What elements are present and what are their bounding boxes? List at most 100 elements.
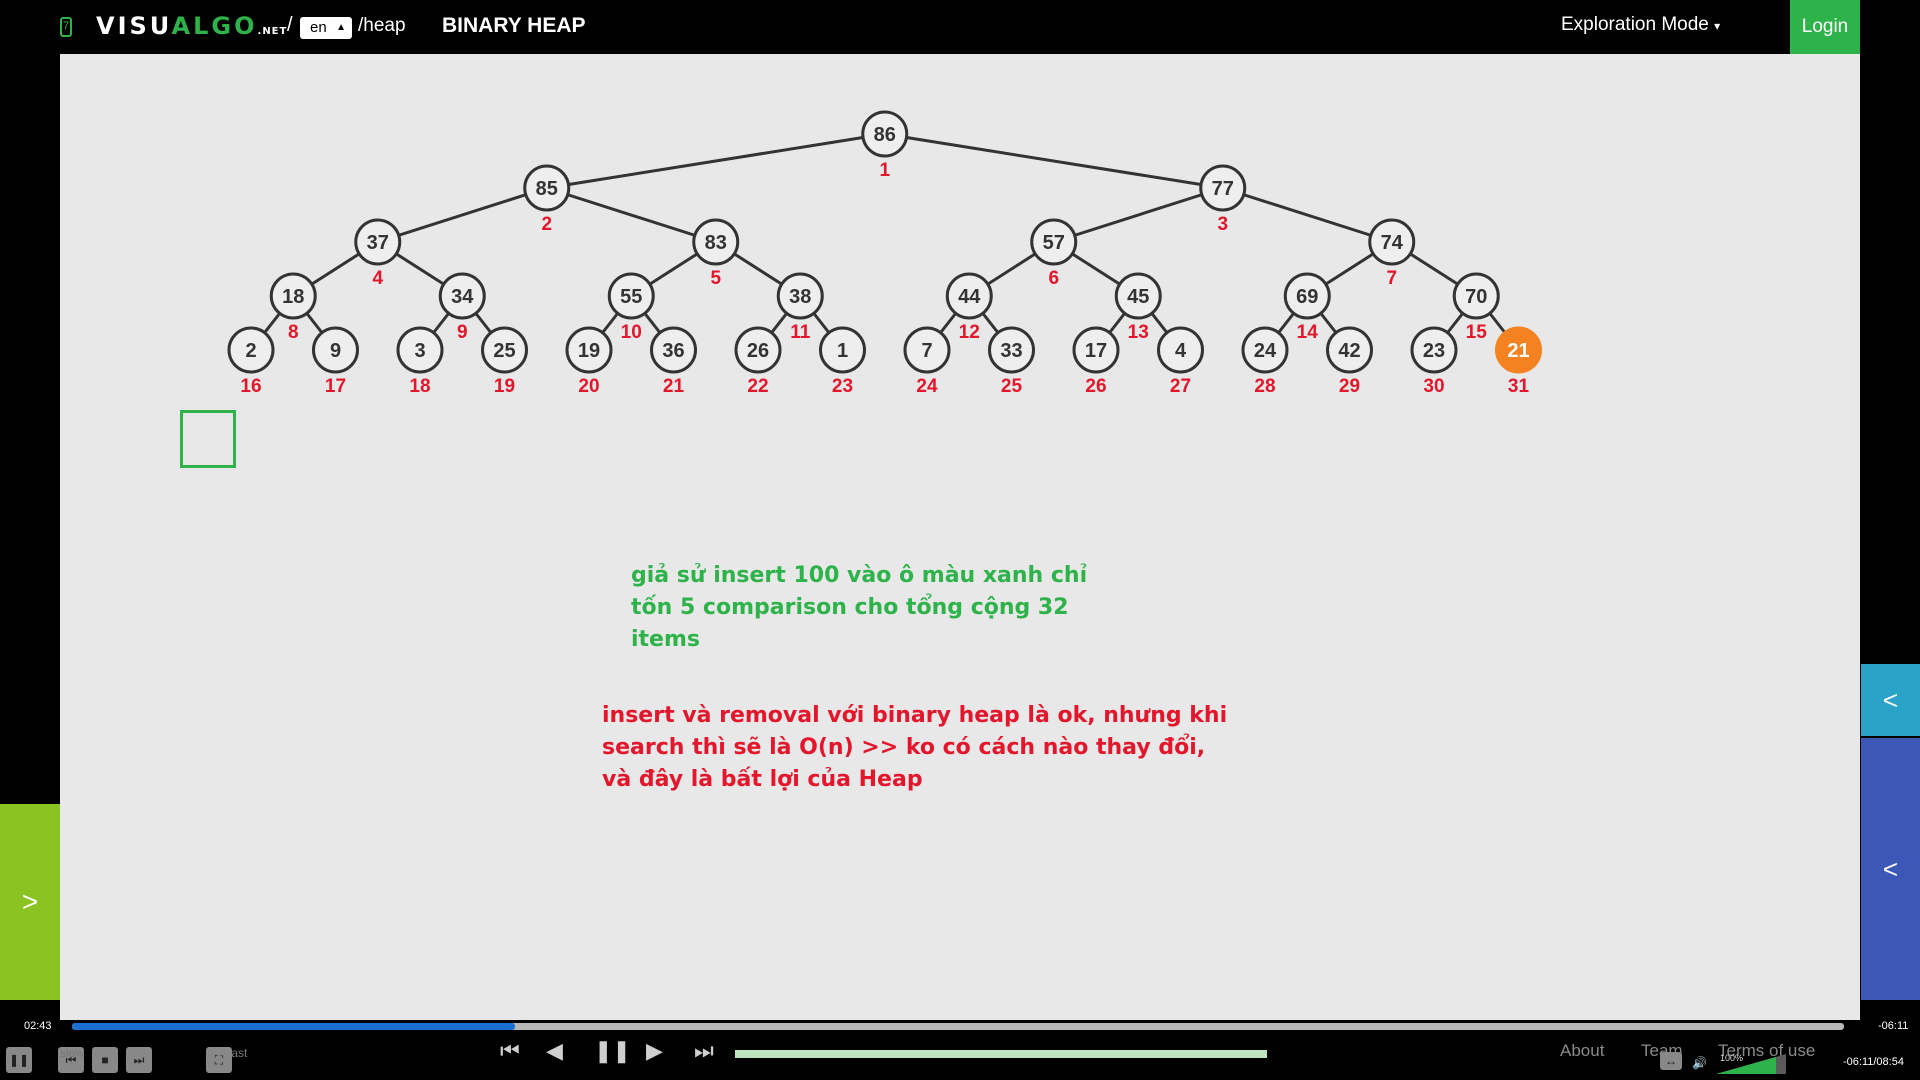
heap-node-index: 19 xyxy=(494,376,515,397)
visualgo-logo[interactable]: VISUALGO.NET xyxy=(96,12,287,40)
page-path[interactable]: /heap xyxy=(358,15,406,36)
heap-node[interactable] xyxy=(692,218,740,266)
heap-node[interactable] xyxy=(354,218,402,266)
stop-icon[interactable]: ■ xyxy=(92,1047,118,1073)
language-value: en xyxy=(310,19,327,36)
heap-node-value: 4 xyxy=(1175,340,1187,362)
heap-edge xyxy=(546,186,717,244)
login-button[interactable]: Login xyxy=(1790,0,1860,54)
heap-node-value: 2 xyxy=(245,340,256,362)
heap-node-value: 18 xyxy=(282,286,304,308)
heap-node[interactable] xyxy=(1283,272,1331,320)
heap-node[interactable] xyxy=(988,326,1035,374)
chevron-down-icon: ▾ xyxy=(1714,19,1721,33)
heap-node-index: 28 xyxy=(1254,376,1275,397)
elapsed-time: 02:43 xyxy=(24,1020,52,1032)
heap-node-index: 18 xyxy=(409,376,430,397)
pause-icon[interactable]: ❚❚ xyxy=(594,1038,631,1063)
step-forward-icon[interactable]: ▶ xyxy=(646,1038,663,1063)
logo-algo-text: ALGO xyxy=(171,12,258,40)
heap-node[interactable] xyxy=(1452,272,1500,320)
heap-edge xyxy=(1053,186,1224,244)
right-panel-toggle-1[interactable]: < xyxy=(1861,664,1920,736)
heap-node[interactable] xyxy=(903,326,951,374)
heap-node-index: 22 xyxy=(747,376,768,397)
heap-node[interactable] xyxy=(1114,272,1162,320)
left-panel-toggle[interactable]: > xyxy=(0,804,60,1000)
animation-progress[interactable] xyxy=(735,1050,1267,1058)
select-arrows-icon: ▲ xyxy=(336,22,346,33)
heap-node-value: 45 xyxy=(1127,286,1149,308)
right-panel-toggle-2[interactable]: < xyxy=(1861,738,1920,1000)
heap-node-index: 1 xyxy=(879,160,890,181)
heap-node-index: 29 xyxy=(1339,376,1360,397)
animation-progress-fill xyxy=(735,1050,1267,1058)
heap-node-index: 13 xyxy=(1128,322,1149,343)
skip-forward-icon[interactable]: ⏭ xyxy=(694,1038,714,1063)
step-back-icon[interactable]: ◀ xyxy=(546,1038,563,1063)
heap-node[interactable] xyxy=(1157,326,1204,374)
heap-node-index: 24 xyxy=(916,376,938,397)
chevron-left-icon: < xyxy=(1882,854,1899,884)
heap-node-value: 85 xyxy=(536,178,558,200)
heap-node[interactable] xyxy=(1495,326,1542,374)
heap-node[interactable] xyxy=(1072,326,1120,374)
heap-node[interactable] xyxy=(861,110,909,158)
heap-node-index: 3 xyxy=(1217,214,1228,235)
visualgo-icon[interactable]: 7 xyxy=(60,17,72,37)
heap-node[interactable] xyxy=(438,272,486,320)
heap-node[interactable] xyxy=(565,326,613,374)
green-annotation: giả sử insert 100 vào ô màu xanh chỉ tốn… xyxy=(631,563,1088,652)
heap-node-value: 57 xyxy=(1043,232,1065,254)
mode-label: Exploration Mode xyxy=(1561,14,1709,35)
speaker-icon[interactable]: 🔊 xyxy=(1692,1056,1707,1070)
heap-node[interactable] xyxy=(227,326,275,374)
chevron-right-icon: > xyxy=(21,886,39,917)
speed-fast-label: fast xyxy=(228,1046,248,1060)
heap-node[interactable] xyxy=(1199,164,1247,212)
heap-node[interactable] xyxy=(945,272,993,320)
heap-node[interactable] xyxy=(396,326,444,374)
heap-node[interactable] xyxy=(734,326,782,374)
skip-back-icon[interactable]: ⏮ xyxy=(500,1038,520,1063)
heap-node[interactable] xyxy=(1241,326,1289,374)
heap-node[interactable] xyxy=(1030,218,1078,266)
heap-node-index: 6 xyxy=(1048,268,1059,289)
heap-tree: 8618527733748355767471883495510381144124… xyxy=(227,110,1542,397)
video-seekbar[interactable] xyxy=(72,1023,1844,1030)
heap-node-index: 26 xyxy=(1085,376,1106,397)
footer-about-link[interactable]: About xyxy=(1560,1041,1605,1060)
heap-node[interactable] xyxy=(481,326,528,374)
pause-icon[interactable]: ❚❚ xyxy=(6,1047,32,1073)
skip-forward-icon[interactable]: ⏭ xyxy=(126,1047,152,1073)
volume-label: 100% xyxy=(1720,1053,1744,1063)
heap-node-value: 34 xyxy=(451,286,474,308)
heap-node[interactable] xyxy=(269,272,317,320)
heap-node[interactable] xyxy=(776,272,824,320)
volume-slider[interactable] xyxy=(1716,1054,1786,1074)
heap-node-index: 15 xyxy=(1466,322,1488,343)
footer-terms-link[interactable]: Terms of use xyxy=(1718,1041,1816,1060)
heap-node[interactable] xyxy=(1368,218,1416,266)
heap-node[interactable] xyxy=(523,164,571,212)
heap-node-value: 77 xyxy=(1212,178,1234,200)
heap-node[interactable] xyxy=(1326,326,1373,374)
heap-node-value: 3 xyxy=(414,340,425,362)
heap-node[interactable] xyxy=(312,326,359,374)
heap-node[interactable] xyxy=(1410,326,1458,374)
heap-node-index: 31 xyxy=(1508,376,1530,397)
language-select[interactable]: en ▲ xyxy=(300,17,352,39)
heap-node-index: 25 xyxy=(1001,376,1023,397)
heap-node[interactable] xyxy=(819,326,866,374)
wide-screen-icon[interactable]: ↔ xyxy=(1660,1052,1682,1070)
heap-node-index: 8 xyxy=(288,322,299,343)
speed-slow-label: slow xyxy=(60,1046,85,1060)
exploration-mode-dropdown[interactable]: Exploration Mode ▾ xyxy=(1561,14,1720,36)
skip-back-icon[interactable]: ⏮ xyxy=(58,1047,84,1073)
heap-node[interactable] xyxy=(650,326,697,374)
fullscreen-icon[interactable]: ⛶ xyxy=(206,1047,232,1073)
heap-node[interactable] xyxy=(607,272,655,320)
heap-node-index: 12 xyxy=(959,322,980,343)
heap-node-value: 86 xyxy=(874,124,896,146)
